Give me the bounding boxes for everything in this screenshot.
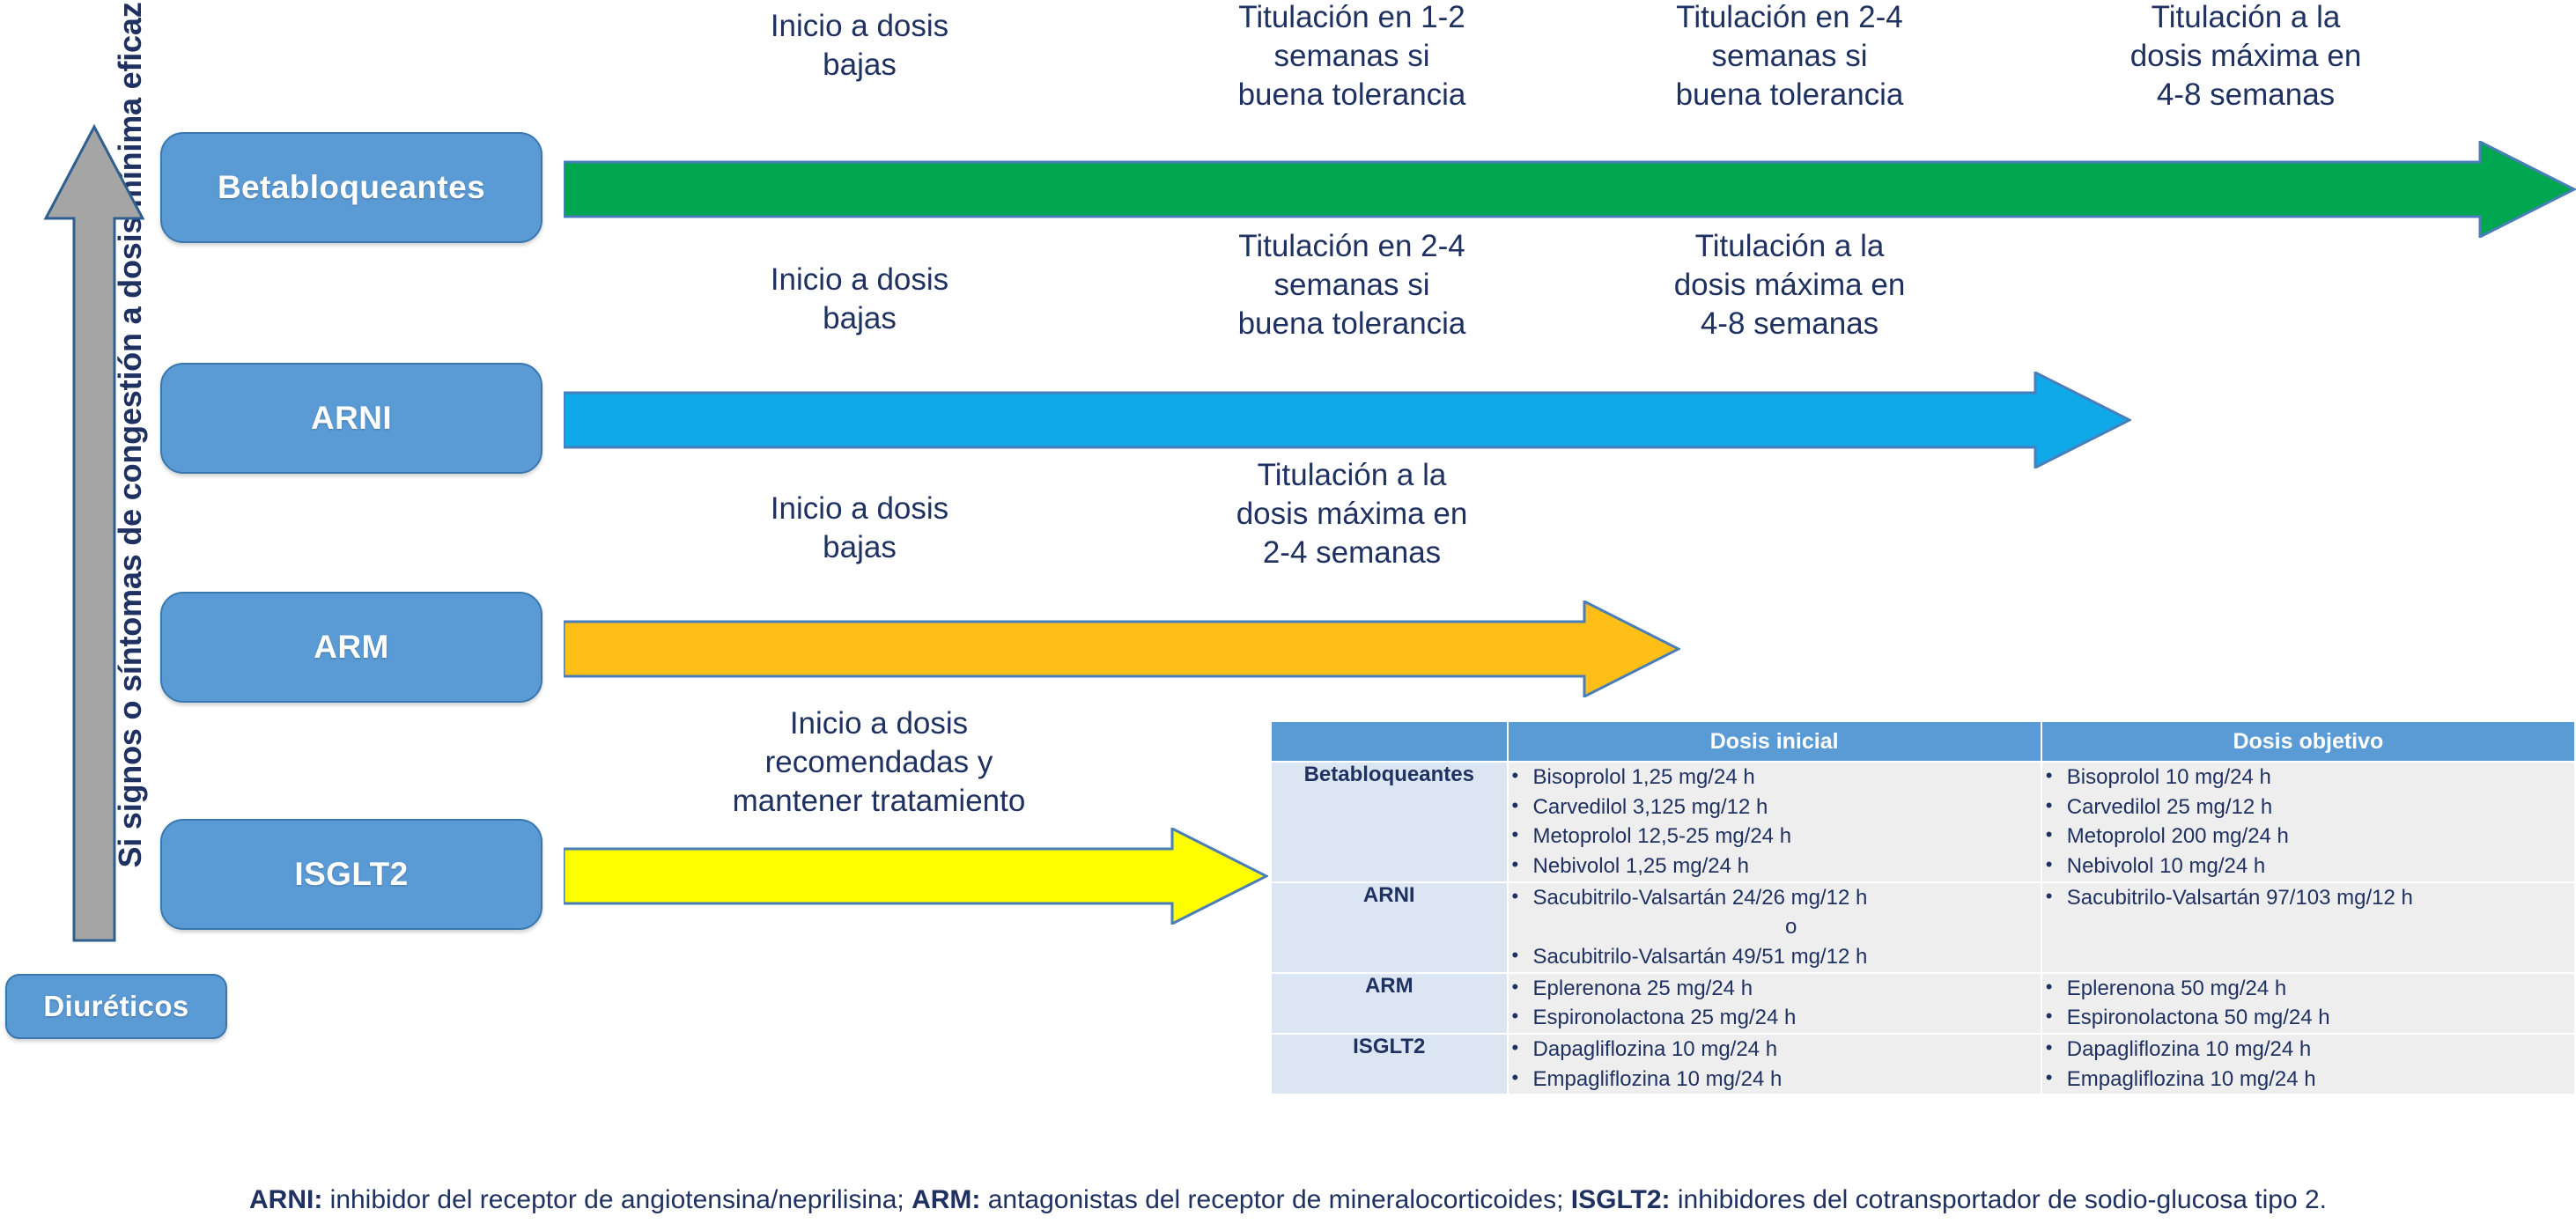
- caption-arni-2: Titulación en 2-4 semanas si buena toler…: [1237, 229, 1466, 341]
- table-cell-dosis-objetivo: Sacubitrilo-Valsartán 97/103 mg/12 h: [2040, 881, 2576, 974]
- caption-bb-1: Inicio a dosis bajas: [770, 9, 949, 82]
- drug-box-arm[interactable]: ARM: [160, 592, 543, 703]
- dose-list-item: Espironolactona 25 mg/24 h: [1512, 1003, 2041, 1033]
- dose-list-item: Sacubitrilo-Valsartán 97/103 mg/12 h: [2046, 883, 2574, 913]
- caption-arm-2: Titulación a la dosis máxima en 2-4 sema…: [1236, 458, 1468, 570]
- process-arrow-betabloqueantes: [564, 141, 2576, 238]
- dose-list-item: Eplerenona 25 mg/24 h: [1512, 974, 2041, 1004]
- caption-bb-4: Titulación a la dosis máxima en 4-8 sema…: [2129, 0, 2362, 112]
- dose-list-item: Nebivolol 1,25 mg/24 h: [1512, 851, 2041, 881]
- dose-list-item: Espironolactona 50 mg/24 h: [2046, 1003, 2574, 1033]
- dose-list: Bisoprolol 10 mg/24 hCarvedilol 25 mg/12…: [2042, 763, 2574, 881]
- dose-list-item: Bisoprolol 1,25 mg/24 h: [1512, 763, 2041, 792]
- footnote-text: inhibidor del receptor de angiotensina/n…: [322, 1185, 912, 1214]
- drug-box-label: Diuréticos: [43, 990, 189, 1022]
- footnote: ARNI: inhibidor del receptor de angioten…: [0, 1185, 2576, 1215]
- table-row: ARMEplerenona 25 mg/24 hEspironolactona …: [1270, 971, 2576, 1036]
- drug-box-label: Betabloqueantes: [217, 169, 486, 205]
- caption-isglt2-1: Inicio a dosis recomendadas y mantener t…: [732, 706, 1026, 818]
- dose-list: Eplerenona 25 mg/24 hEspironolactona 25 …: [1509, 974, 2041, 1033]
- drug-box-isglt2[interactable]: ISGLT2: [160, 819, 543, 930]
- footnote-text: antagonistas del receptor de mineralocor…: [980, 1185, 1571, 1214]
- dose-list: Bisoprolol 1,25 mg/24 hCarvedilol 3,125 …: [1509, 763, 2041, 881]
- up-arrow-icon: [42, 123, 146, 942]
- dose-list-item: Metoprolol 200 mg/24 h: [2046, 822, 2574, 851]
- table-cell-dosis-inicial: Eplerenona 25 mg/24 hEspironolactona 25 …: [1506, 971, 2042, 1036]
- dose-list-item: o: [1784, 915, 1797, 940]
- dose-list-item: Empagliflozina 10 mg/24 h: [2046, 1065, 2574, 1095]
- table-header-blank: [1270, 720, 1509, 763]
- dose-list: Dapagliflozina 10 mg/24 hEmpagliflozina …: [1509, 1035, 2041, 1094]
- caption-arni-3: Titulación a la dosis máxima en 4-8 sema…: [1673, 229, 1906, 341]
- table-row: ISGLT2Dapagliflozina 10 mg/24 hEmpaglifl…: [1270, 1033, 2576, 1096]
- table-cell-dosis-inicial: Dapagliflozina 10 mg/24 hEmpagliflozina …: [1506, 1033, 2042, 1096]
- table-cell-category: Betabloqueantes: [1270, 761, 1509, 883]
- dose-list-item: Empagliflozina 10 mg/24 h: [1512, 1065, 2041, 1095]
- dose-list-item: Bisoprolol 10 mg/24 h: [2046, 763, 2574, 792]
- process-arrow-arm: [564, 601, 1680, 697]
- dose-list: Dapagliflozina 10 mg/24 hEmpagliflozina …: [2042, 1035, 2574, 1094]
- caption-arni-1: Inicio a dosis bajas: [770, 262, 949, 335]
- footnote-text: inhibidores del cotransportador de sodio…: [1670, 1185, 2328, 1214]
- table-cell-category: ARM: [1270, 971, 1509, 1036]
- drug-box-arni[interactable]: ARNI: [160, 363, 543, 474]
- caption-bb-3: Titulación en 2-4 semanas si buena toler…: [1675, 0, 1904, 112]
- drug-box-label: ISGLT2: [294, 856, 409, 892]
- dose-list-item: Eplerenona 50 mg/24 h: [2046, 974, 2574, 1004]
- dose-list-item: Dapagliflozina 10 mg/24 h: [2046, 1035, 2574, 1065]
- footnote-term: ISGLT2:: [1570, 1185, 1671, 1214]
- drug-box-label: ARNI: [310, 400, 393, 436]
- table-header-dosis-inicial: Dosis inicial: [1506, 720, 2042, 763]
- caption-arm-1: Inicio a dosis bajas: [770, 491, 949, 564]
- table-cell-dosis-objetivo: Eplerenona 50 mg/24 hEspironolactona 50 …: [2040, 971, 2576, 1036]
- table-header-dosis-objetivo: Dosis objetivo: [2040, 720, 2576, 763]
- dose-list-item: Sacubitrilo-Valsartán 24/26 mg/12 h: [1512, 883, 2041, 913]
- table-cell-dosis-objetivo: Bisoprolol 10 mg/24 hCarvedilol 25 mg/12…: [2040, 761, 2576, 883]
- caption-bb-2: Titulación en 1-2 semanas si buena toler…: [1237, 0, 1466, 112]
- dose-list-item: Dapagliflozina 10 mg/24 h: [1512, 1035, 2041, 1065]
- footnote-term: ARM:: [912, 1185, 981, 1214]
- dose-table-body: BetabloqueantesBisoprolol 1,25 mg/24 hCa…: [1270, 761, 2576, 1096]
- table-cell-dosis-inicial: Bisoprolol 1,25 mg/24 hCarvedilol 3,125 …: [1506, 761, 2042, 883]
- table-cell-category: ARNI: [1270, 881, 1509, 974]
- dose-list-item: Nebivolol 10 mg/24 h: [2046, 851, 2574, 881]
- process-arrow-isglt2: [564, 828, 1268, 925]
- dose-list-item: Carvedilol 3,125 mg/12 h: [1512, 792, 2041, 822]
- dose-list: Eplerenona 50 mg/24 hEspironolactona 50 …: [2042, 974, 2574, 1033]
- table-cell-category: ISGLT2: [1270, 1033, 1509, 1096]
- drug-box-label: ARM: [314, 629, 389, 665]
- dose-list-item: Metoprolol 12,5-25 mg/24 h: [1512, 822, 2041, 851]
- drug-box-betabloqueantes[interactable]: Betabloqueantes: [160, 132, 543, 243]
- dose-list-item: Carvedilol 25 mg/12 h: [2046, 792, 2574, 822]
- dose-table: Dosis inicial Dosis objetivo Betabloquea…: [1270, 720, 2576, 1096]
- table-header-row: Dosis inicial Dosis objetivo: [1270, 720, 2576, 763]
- dose-table-head: Dosis inicial Dosis objetivo: [1270, 720, 2576, 763]
- table-row: ARNISacubitrilo-Valsartán 24/26 mg/12 ho…: [1270, 881, 2576, 974]
- dose-list-item: Sacubitrilo-Valsartán 49/51 mg/12 h: [1512, 942, 2041, 972]
- dose-list: Sacubitrilo-Valsartán 97/103 mg/12 h: [2042, 883, 2574, 913]
- drug-box-diureticos[interactable]: Diuréticos: [5, 974, 227, 1039]
- footnote-term: ARNI:: [248, 1185, 323, 1214]
- dose-list: Sacubitrilo-Valsartán 24/26 mg/12 hoSacu…: [1509, 883, 2041, 972]
- table-cell-dosis-inicial: Sacubitrilo-Valsartán 24/26 mg/12 hoSacu…: [1506, 881, 2042, 974]
- process-arrow-arni: [564, 372, 2131, 468]
- table-row: BetabloqueantesBisoprolol 1,25 mg/24 hCa…: [1270, 761, 2576, 883]
- table-cell-dosis-objetivo: Dapagliflozina 10 mg/24 hEmpagliflozina …: [2040, 1033, 2576, 1096]
